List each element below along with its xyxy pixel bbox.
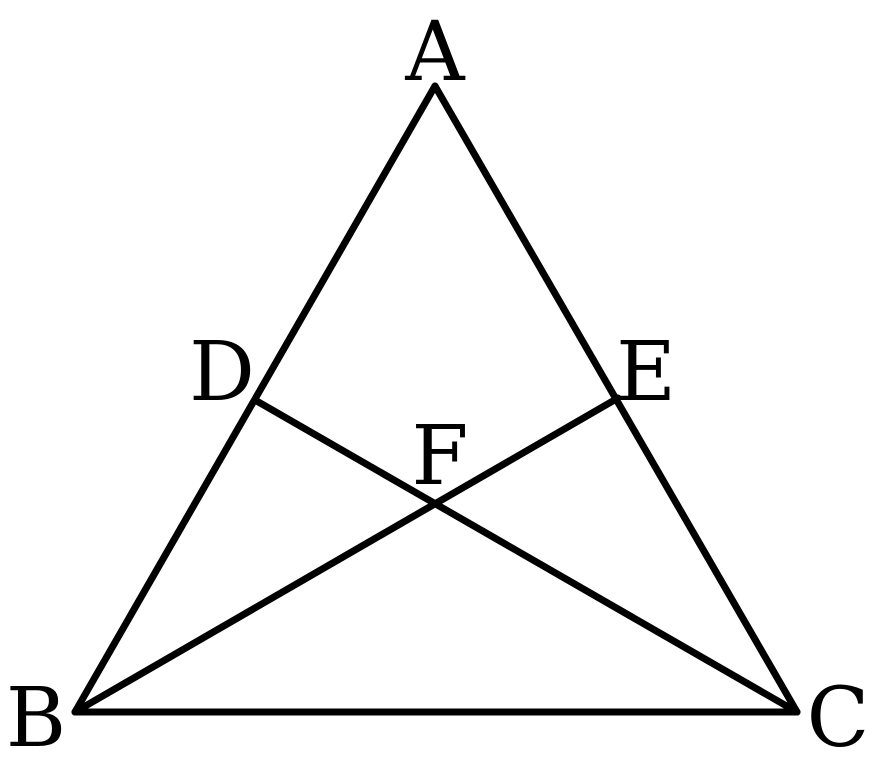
segment-be (71, 394, 622, 716)
segment-cd (251, 396, 801, 716)
label-b: B (6, 671, 66, 766)
label-f: F (412, 409, 469, 504)
label-d: D (189, 325, 255, 420)
label-e: E (616, 325, 676, 420)
label-a: A (404, 5, 466, 100)
label-c: C (807, 671, 870, 766)
